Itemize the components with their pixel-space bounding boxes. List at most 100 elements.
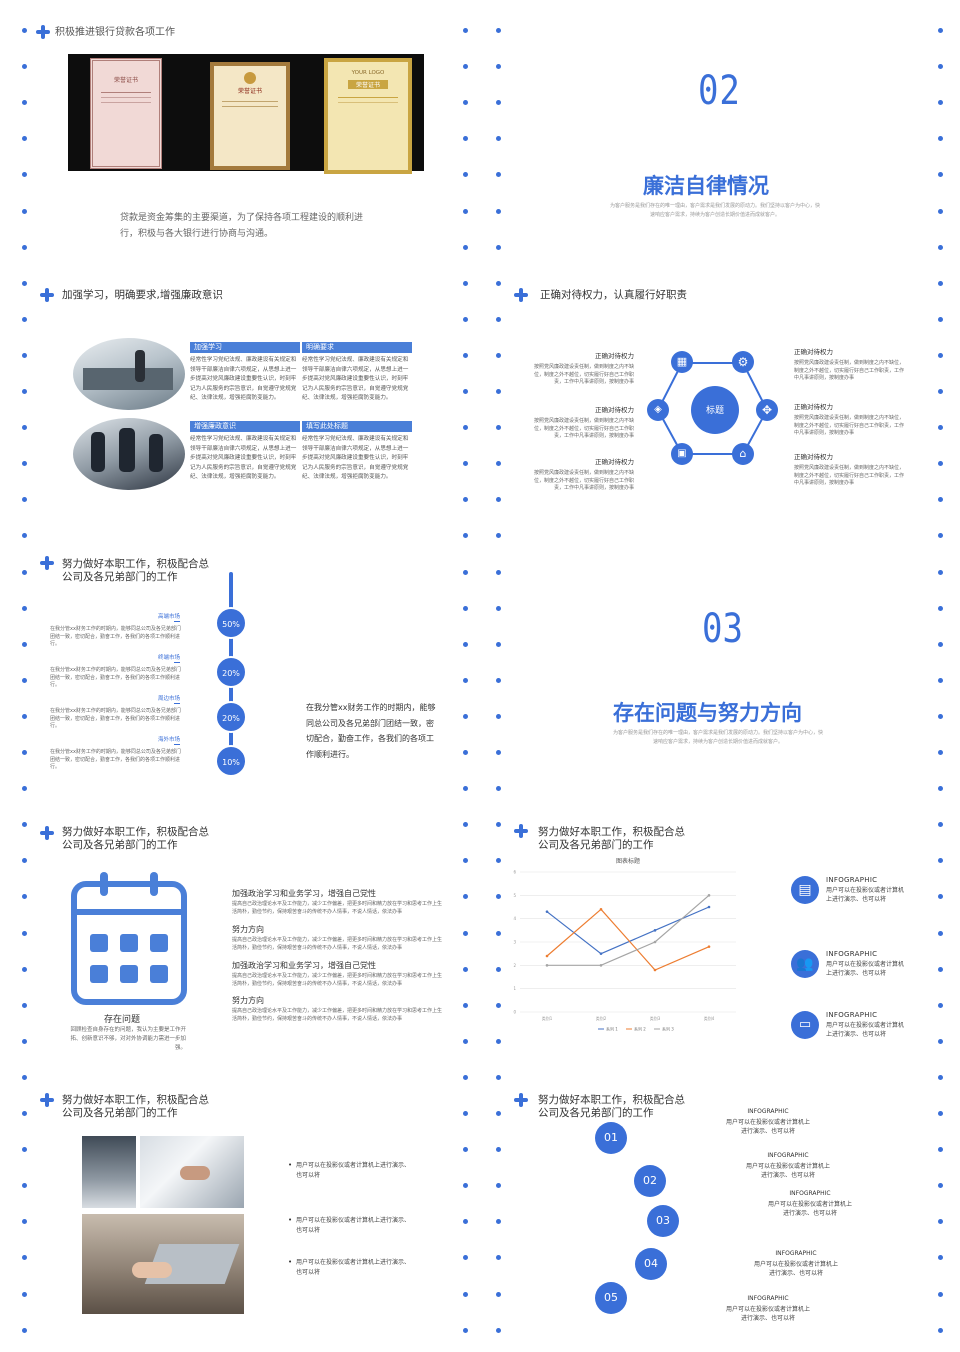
businessman-photo	[82, 1136, 136, 1208]
desc-text: 按照党风廉政建设责任制，做到制度之内不缺位，制度之外不越位，切实履行好自己工作职…	[794, 360, 905, 381]
decorative-dot	[938, 1183, 943, 1188]
decorative-dot	[938, 28, 943, 33]
decorative-dot	[496, 822, 501, 827]
infographic-text: 用户可以在投影仪或者计算机上进行演示、也可以将	[745, 1163, 830, 1179]
infographic-text: 用户可以在投影仪或者计算机上进行演示、也可以将	[725, 1306, 810, 1322]
decorative-dot	[496, 1075, 501, 1080]
desc-heading: 正确对待权力	[595, 406, 634, 414]
decorative-dot	[496, 245, 501, 250]
decorative-dot	[463, 606, 468, 611]
section-number: 03	[702, 606, 743, 652]
certificate-title: 荣誉证书	[348, 80, 388, 89]
decorative-dot	[938, 1003, 943, 1008]
infographic-heading: INFOGRAPHIC	[775, 1250, 817, 1257]
cross-icon	[40, 826, 54, 840]
decorative-dot	[463, 1255, 468, 1260]
decorative-dot	[22, 1183, 27, 1188]
decorative-dot	[22, 570, 27, 575]
decorative-dot	[22, 822, 27, 827]
infographic-heading: INFOGRAPHIC	[826, 876, 878, 884]
decorative-dot	[938, 1328, 943, 1333]
section-title: 廉洁自律情况	[643, 174, 769, 198]
home-icon: ⌂	[732, 443, 754, 465]
decorative-dot	[22, 317, 27, 322]
desc-heading: 正确对待权力	[595, 458, 634, 466]
certificate-logo: YOUR LOGO	[351, 70, 385, 76]
decorative-dot	[938, 1147, 943, 1152]
center-label: 标题	[705, 406, 724, 416]
desc-text: 按照党风廉政建设责任制，做到制度之内不缺位，制度之外不越位，切实履行好自己工作职…	[533, 364, 634, 385]
decorative-dot	[463, 786, 468, 791]
decorative-dot	[463, 931, 468, 936]
data-point	[707, 894, 711, 897]
slide7-title: 努力做好本职工作，积极配合总公司及各兄弟部门的工作	[62, 826, 209, 851]
cross-icon	[514, 1093, 528, 1107]
decorative-dot	[496, 497, 501, 502]
decorative-dot	[496, 1255, 501, 1260]
decorative-dot	[463, 1328, 468, 1333]
decorative-dot	[463, 858, 468, 863]
study-text: 经常性学习党纪法规、廉政建设有关规定和领导干部廉洁自律六项规定，从思想上进一步提…	[302, 357, 409, 401]
y-tick-label: 5	[513, 893, 516, 898]
decorative-dot	[22, 1255, 27, 1260]
decorative-dot	[938, 570, 943, 575]
desc-text: 按照党风廉政建设责任制，做到制度之内不缺位，制度之外不越位，切实履行好自己工作职…	[794, 415, 905, 436]
percent-circle: 20%	[215, 656, 247, 688]
office-photo	[73, 338, 185, 410]
study-tag: 填写此处标题	[302, 421, 412, 432]
cross-icon	[40, 1093, 54, 1107]
decorative-dot	[938, 678, 943, 683]
data-point	[545, 954, 549, 958]
decorative-dot	[938, 642, 943, 647]
x-tick-label: 类别1	[542, 1015, 553, 1021]
desc-text: 按照党风廉政建设责任制，做到制度之内不缺位，制度之外不越位，切实履行好自己工作职…	[533, 470, 634, 491]
decorative-dot	[496, 172, 501, 177]
decorative-dot	[22, 967, 27, 972]
desc-heading: 正确对待权力	[794, 348, 833, 356]
center-circle	[691, 386, 739, 434]
x-tick-label: 类别2	[596, 1015, 607, 1021]
market-label: 周边市场	[157, 696, 180, 702]
decorative-dot	[938, 281, 943, 286]
decorative-dot	[938, 425, 943, 430]
infographic-text: 用户可以在投影仪或者计算机上进行演示、也可以将	[753, 1261, 838, 1277]
decorative-dot	[496, 461, 501, 466]
decorative-dot	[496, 100, 501, 105]
bullet-dot: •	[288, 1258, 293, 1266]
slide5-title: 努力做好本职工作，积极配合总公司及各兄弟部门的工作	[62, 558, 209, 583]
decorative-dot	[496, 1111, 501, 1116]
data-point	[653, 929, 657, 932]
decorative-dot	[463, 317, 468, 322]
decorative-dot	[496, 714, 501, 719]
decorative-dot	[22, 1219, 27, 1224]
slide8-title: 努力做好本职工作，积极配合总公司及各兄弟部门的工作	[538, 826, 685, 851]
desc-text: 按照党风廉政建设责任制，做到制度之内不缺位，制度之外不越位，切实履行好自己工作职…	[533, 418, 634, 439]
decorative-dot	[496, 570, 501, 575]
decorative-dot	[938, 209, 943, 214]
decorative-dot	[22, 750, 27, 755]
decorative-dot	[938, 461, 943, 466]
infographic-heading: INFOGRAPHIC	[747, 1295, 789, 1302]
decorative-dot	[463, 714, 468, 719]
step-circle: 05	[595, 1282, 627, 1314]
decorative-dot	[463, 1039, 468, 1044]
cross-icon	[40, 556, 54, 570]
decorative-dot	[463, 750, 468, 755]
decorative-dot	[938, 1255, 943, 1260]
decorative-dot	[938, 245, 943, 250]
data-point	[599, 964, 603, 967]
desc-heading: 正确对待权力	[794, 453, 833, 461]
study-text: 经常性学习党纪法规、廉政建设有关规定和领导干部廉洁自律六项规定，从思想上进一步提…	[190, 357, 297, 401]
decorative-dot	[496, 136, 501, 141]
handshake-photo	[140, 1136, 244, 1208]
briefcase-icon: ▣	[671, 443, 693, 465]
decorative-dot	[938, 533, 943, 538]
certificate-yellow: YOUR LOGO 荣誉证书	[324, 58, 412, 174]
decorative-dot	[496, 678, 501, 683]
decorative-dot	[463, 1111, 468, 1116]
decorative-dot	[938, 967, 943, 972]
decorative-dot	[22, 786, 27, 791]
decorative-dot	[22, 353, 27, 358]
decorative-dot	[463, 353, 468, 358]
certificate-title: 荣誉证书	[113, 77, 138, 84]
